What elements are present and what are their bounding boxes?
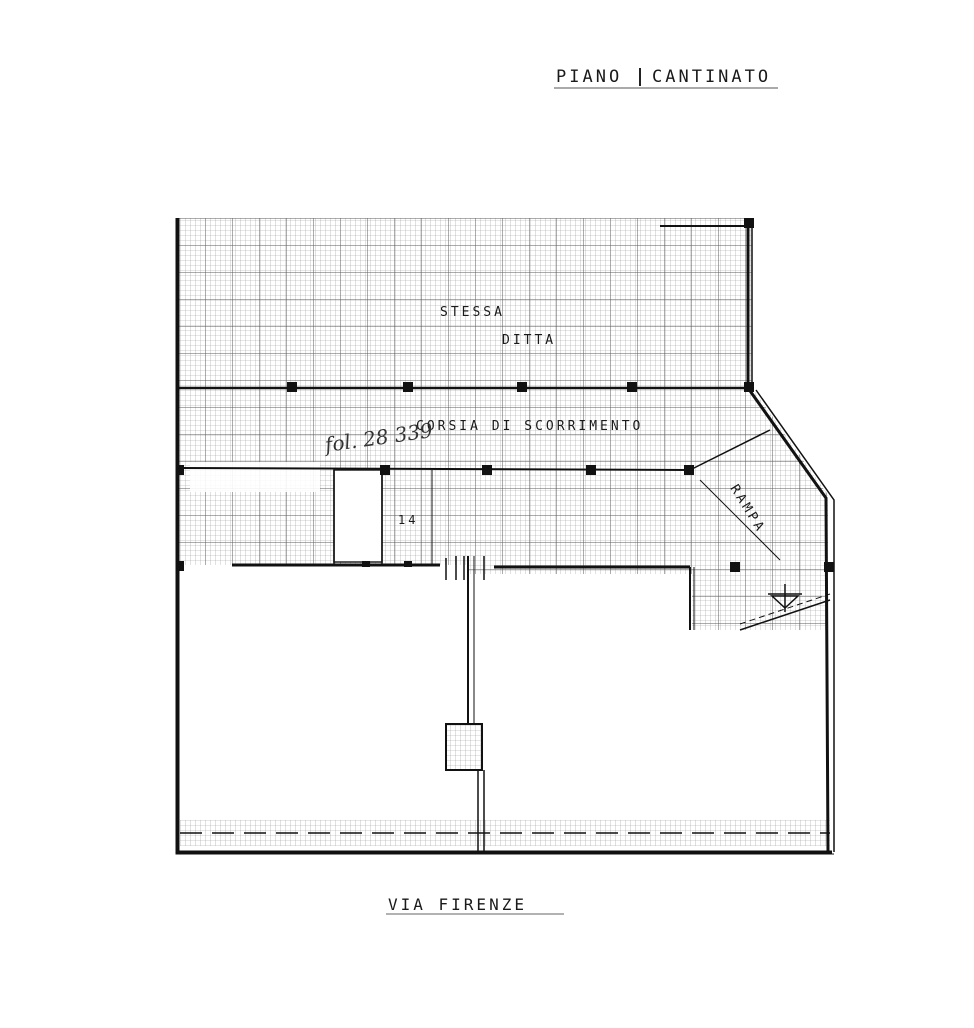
blank-unit [333,469,383,563]
title-right: CANTINATO [652,67,771,87]
interior-walls [178,386,831,852]
door-marks [445,556,485,580]
outer-walls [175,218,835,855]
corridor-label: CORSIA DI SCORRIMENTO [416,419,643,434]
zone-label-line2: DITTA [502,333,556,348]
zone-label-line1: STESSA [440,305,505,320]
unit-number: 14 [398,513,418,527]
title-left: PIANO [556,67,622,87]
pillars [176,218,834,572]
street-label: VIA FIRENZE [388,895,527,914]
level-marker-icon [768,584,802,612]
erased-area [190,462,320,492]
